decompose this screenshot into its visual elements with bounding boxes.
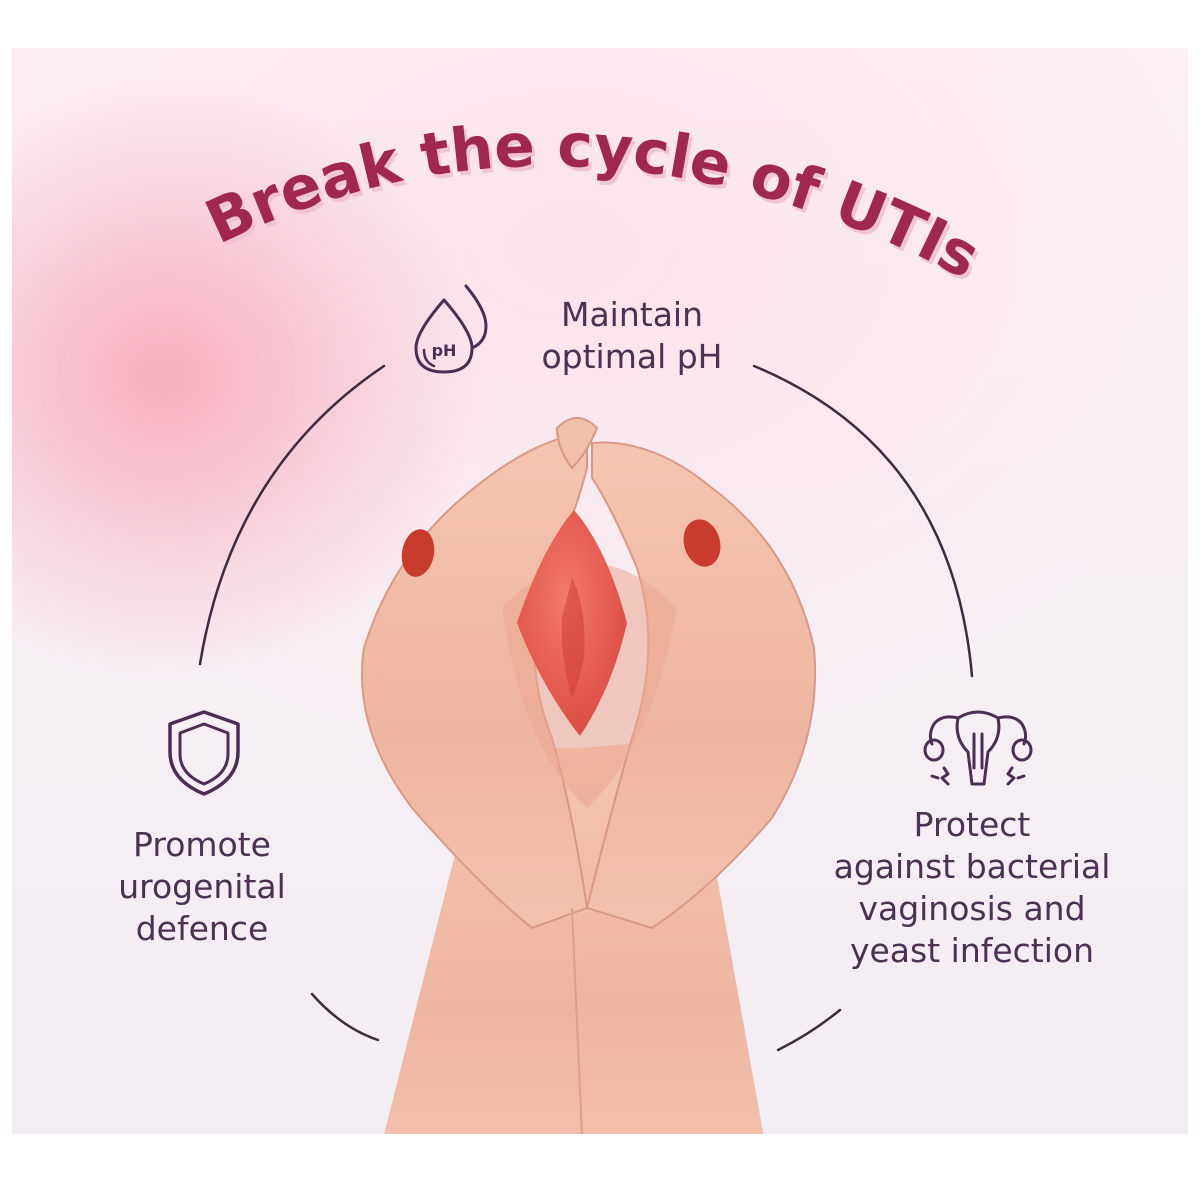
cycle-arc-top-left [198,364,386,666]
feature-label-urogenital-defence: Promote urogenital defence [118,825,286,948]
hands-illustration [361,417,817,1134]
cycle-arc-bottom-right [776,1008,842,1052]
shield-icon [164,708,244,802]
uterus-icon [918,698,1038,802]
ph-icon-text: pH [432,341,457,360]
infographic-panel: Break the cycle of UTIs Break the cycle … [12,48,1188,1134]
cycle-arc-top-right [752,364,974,678]
feature-label-optimal-ph: Maintain optimal pH [541,295,723,376]
headline: Break the cycle of UTIs [196,111,991,293]
cycle-arc-bottom-left [310,992,380,1042]
infographic-scene: Break the cycle of UTIs Break the cycle … [196,111,993,1134]
feature-label-infection-protection: Protect against bacterial vaginosis and … [833,805,1111,970]
water-drops-ph-icon: pH [410,280,500,384]
